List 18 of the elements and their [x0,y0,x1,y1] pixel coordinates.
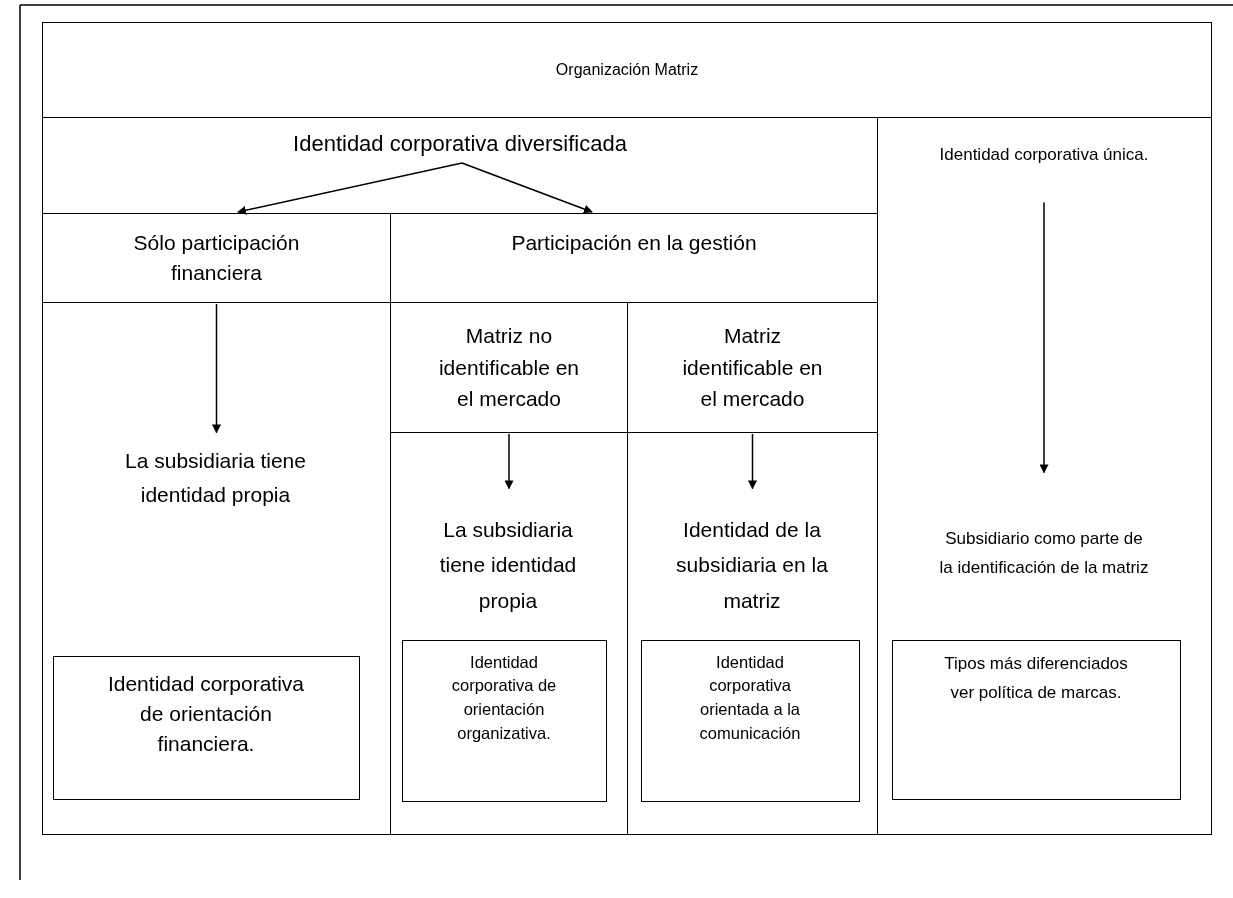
arrow [212,303,221,434]
note-box: Identidad corporativa de orientación organizativa. [401,639,607,802]
text-label: Identidad corporativa única. [879,139,1209,202]
text-label: La subsidiaria tiene identidad propia [59,433,372,554]
text-label: La subsidiaria tiene identidad propia [397,489,619,640]
text-label: Identidad de la subsidiaria en la matriz [634,489,870,640]
table-cell [877,117,1212,835]
arrow [461,162,593,214]
table-cell [42,302,391,835]
text-label: Subsidiario como parte de la identificación de la matriz [879,473,1209,630]
note-box: Tipos más diferenciados ver política de marcas. [891,639,1181,800]
note-box: Identidad corporativa orientada a la comunicación [640,639,860,802]
arrow [504,433,514,490]
arrow [237,162,463,215]
arrow [748,433,757,490]
note-box: Identidad corporativa de orientación financiera. [52,655,360,800]
table-cell: Organización Matriz [42,22,1212,118]
arrow [1039,201,1049,474]
